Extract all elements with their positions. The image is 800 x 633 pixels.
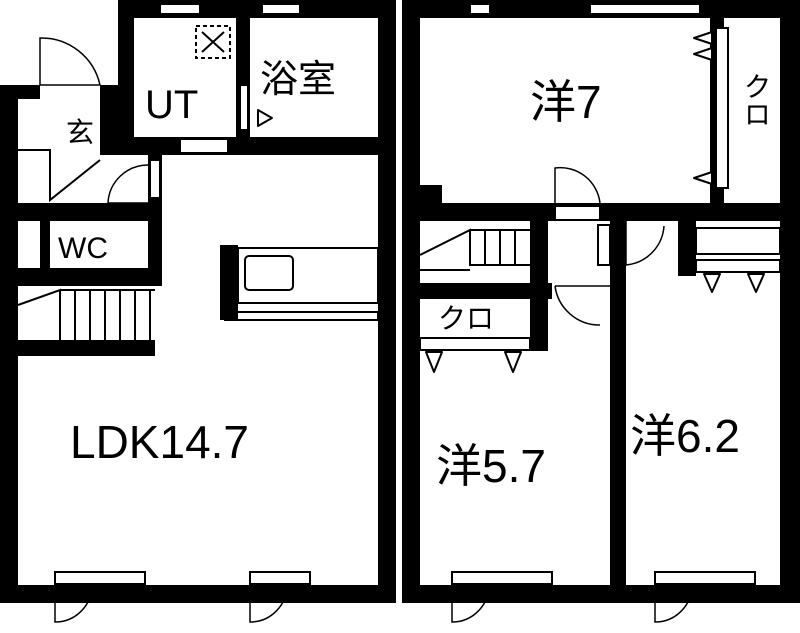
wall-entry-right [100, 85, 118, 155]
kitchen-counter-wall [220, 245, 238, 320]
closet-62-marker-1 [703, 273, 721, 293]
ldk-door-swing-1 [54, 584, 93, 623]
wall-closet-57-right [530, 221, 548, 351]
window-room7-top-1 [469, 3, 491, 15]
balcony-door-62 [654, 584, 693, 623]
window-ldk-bottom-2 [249, 571, 311, 585]
washer-box [195, 25, 231, 59]
closet-62-door [695, 259, 781, 273]
wall-left-right [378, 0, 396, 603]
closet-7-marker-2 [693, 47, 713, 61]
wall-ut-bottom [118, 137, 396, 155]
stair-left [17, 288, 155, 340]
wall-mid-vertical [610, 221, 626, 603]
kitchen-counter-edge [224, 311, 379, 321]
wall-closet-62-left [678, 221, 696, 276]
room-label-western-5-7: 洋5.7 [436, 440, 546, 492]
room-label-ut: UT [145, 83, 198, 127]
closet-57-marker-2 [504, 351, 522, 373]
entrance-step [18, 149, 101, 203]
wall-closet-57-top [402, 283, 552, 299]
window-room62-bottom [654, 571, 756, 585]
room62-door-frame [597, 224, 611, 266]
window-ut-side [239, 84, 249, 131]
room-label-ldk: LDK14.7 [70, 416, 249, 468]
closet-7-marker-3 [693, 171, 713, 185]
window-room7-top-2 [589, 3, 701, 15]
ldk-door-swing-2 [249, 584, 288, 623]
closet-62-marker-2 [747, 273, 765, 293]
wall-room7-notch [420, 185, 442, 203]
window-ut-top [159, 3, 201, 15]
kitchen-counter [237, 247, 379, 304]
wall-right-left [402, 0, 420, 603]
bath-door-marker [257, 109, 273, 127]
ut-door-frame [179, 138, 229, 154]
closet-62-box [695, 227, 781, 255]
wall-stair-bottom [0, 340, 155, 356]
room-label-western-7: 洋7 [530, 76, 602, 128]
room-label-western-6-2: 洋6.2 [630, 410, 740, 462]
closet-7-marker-1 [693, 31, 713, 45]
room-label-entrance: 玄 [66, 117, 94, 148]
wall-wc-bottom [0, 268, 160, 286]
closet-7-door [715, 27, 729, 189]
room7-door-swing [554, 166, 601, 204]
kitchen-sink [244, 255, 294, 291]
room-label-bath: 浴室 [260, 59, 336, 101]
wall-entry-top [0, 85, 40, 99]
wc-door-swing [107, 164, 149, 204]
room7-door-frame [554, 205, 601, 221]
balcony-door-57 [451, 584, 490, 623]
door-frame-wc [149, 159, 161, 199]
wall-wc-inner-left [40, 221, 50, 268]
room62-door-swing [625, 221, 665, 266]
entrance-door-swing [39, 37, 101, 86]
window-ldk-bottom-1 [54, 571, 146, 585]
wall-right-bottom [402, 585, 800, 603]
wall-ut-left [118, 0, 134, 155]
wall-left-bottom [0, 585, 396, 603]
wall-right-right [780, 0, 800, 603]
room-label-closet-a: クロ [741, 72, 772, 128]
window-bath-top [261, 3, 301, 15]
window-room57-bottom [451, 571, 553, 585]
room-label-wc: WC [58, 232, 108, 265]
closet-57-door [419, 337, 531, 351]
room-label-closet-b: クロ [438, 303, 494, 334]
stair-right [419, 228, 530, 271]
washer-cross [201, 31, 225, 53]
room57-door-swing [554, 285, 610, 326]
wall-wc-top [0, 203, 160, 221]
closet-57-marker-1 [425, 351, 443, 373]
